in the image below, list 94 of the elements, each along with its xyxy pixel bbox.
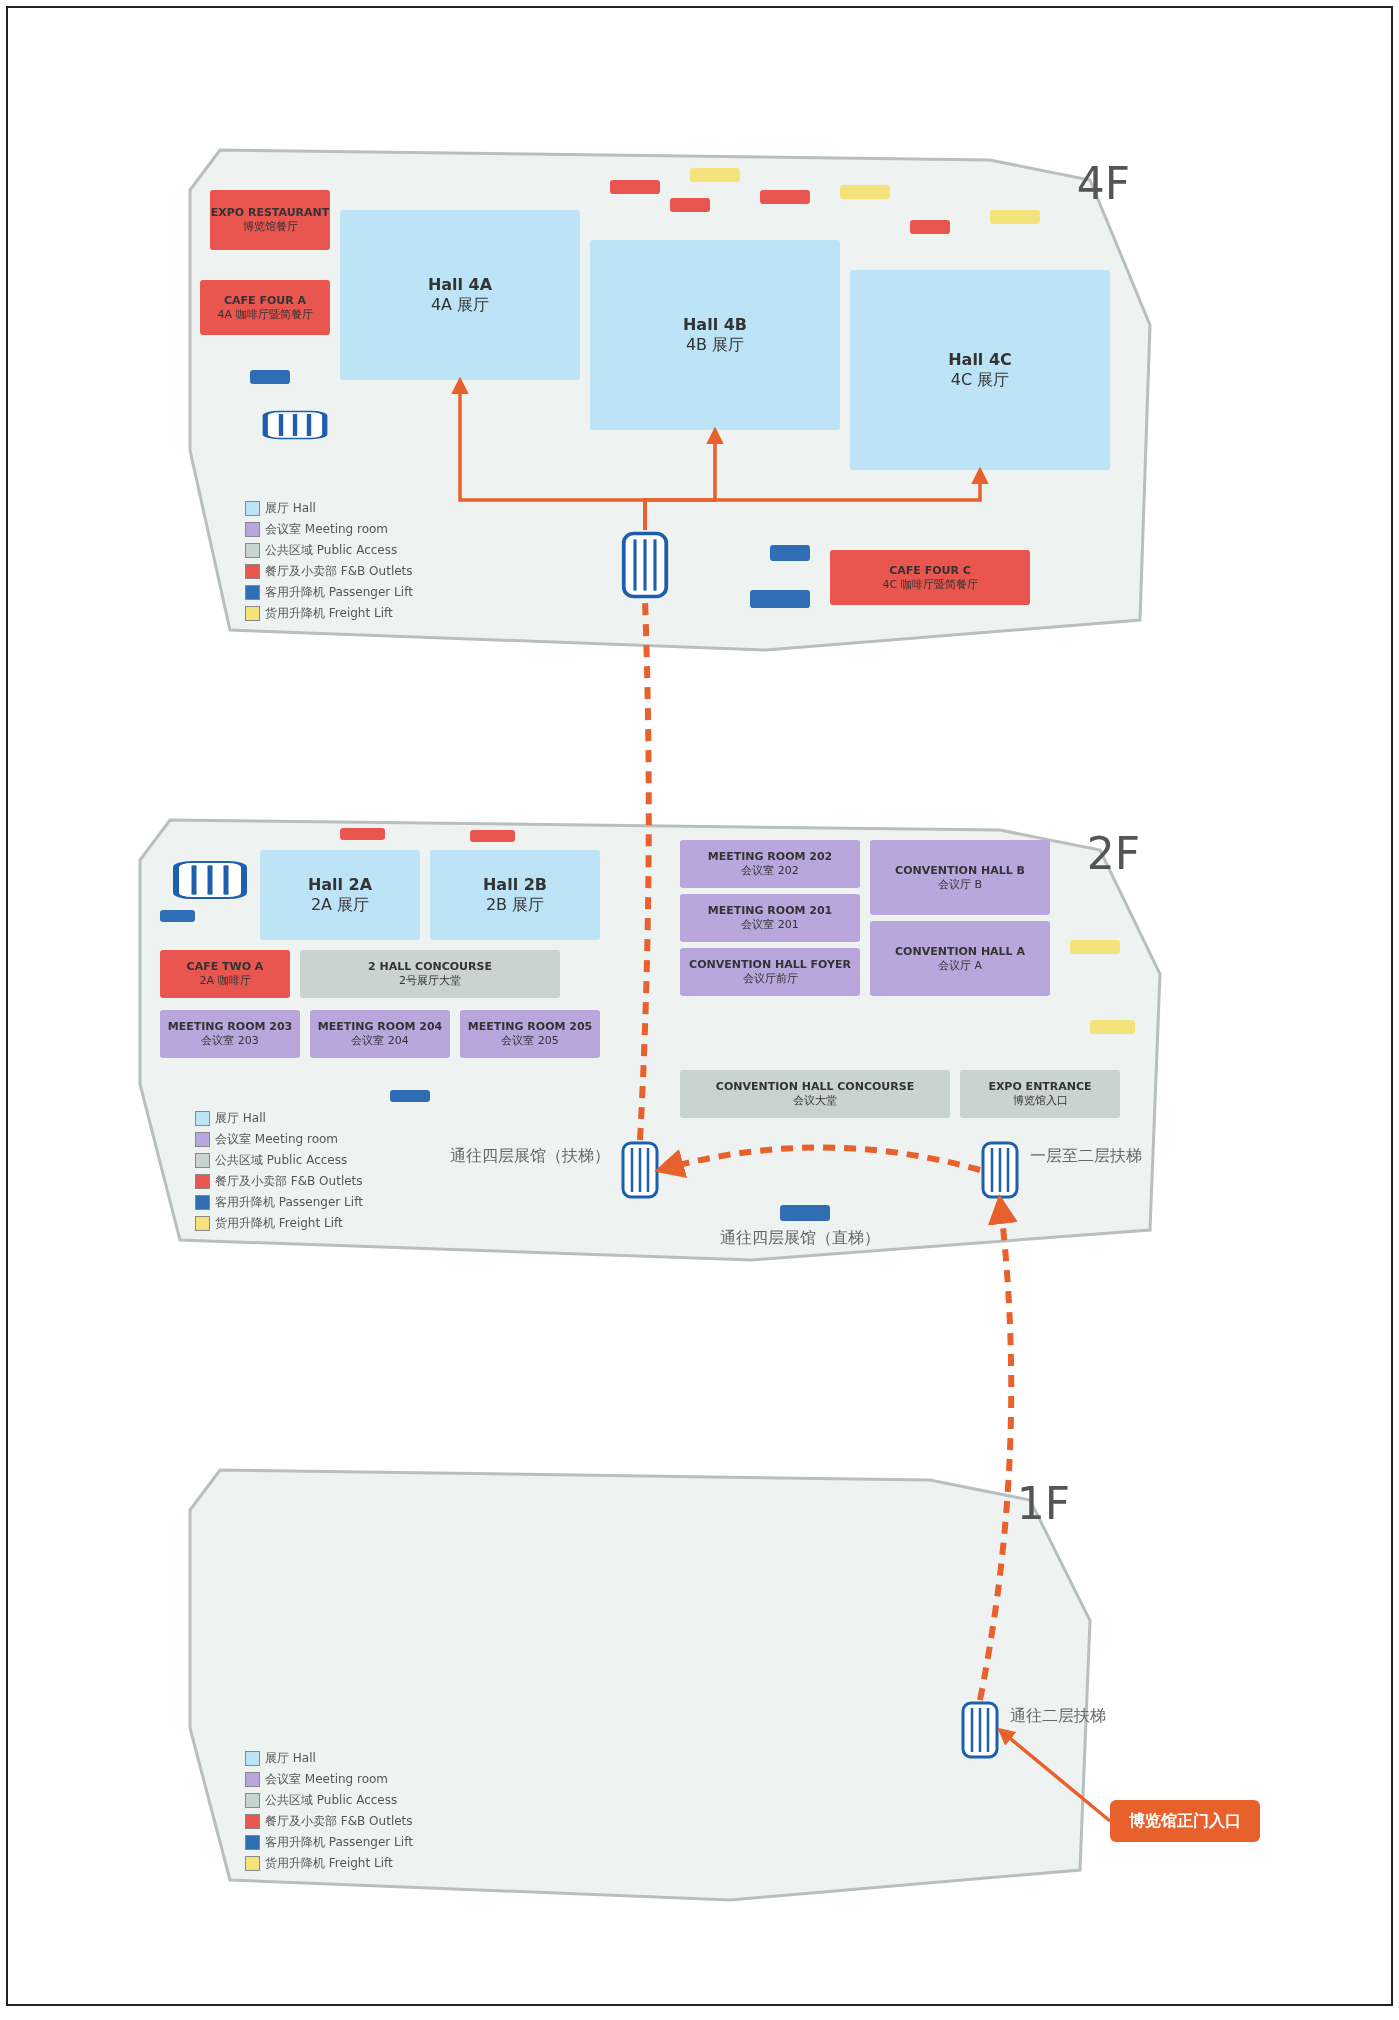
room-label: 博览馆入口 <box>1012 1094 1068 1108</box>
restaurant-area <box>210 190 330 250</box>
legend-text: 展厅 Hall <box>265 500 316 517</box>
meeting-room <box>870 921 1050 996</box>
exhibition-hall <box>430 850 600 940</box>
room-label: MEETING ROOM 202 <box>707 850 833 864</box>
legend-text: 货用升降机 Freight Lift <box>265 605 393 622</box>
meeting-room <box>160 1010 300 1058</box>
legend-text: 会议室 Meeting room <box>265 1771 389 1788</box>
entrance-tag <box>1110 1800 1260 1842</box>
floor-label: 1F <box>1016 1478 1070 1529</box>
room-label: Hall 4B <box>682 315 748 335</box>
room-label: 4C 展厅 <box>950 370 1010 390</box>
room-label: 会议室 204 <box>351 1034 409 1048</box>
room-label: 4A 展厅 <box>430 295 490 315</box>
room-label: CAFE TWO A <box>186 960 264 974</box>
room-label: 会议室 202 <box>741 864 799 878</box>
legend-text: 餐厅及小卖部 F&B Outlets <box>265 1813 413 1830</box>
meeting-room <box>460 1010 600 1058</box>
legend-text: 货用升降机 Freight Lift <box>265 1855 393 1872</box>
room-label: 2 HALL CONCOURSE <box>368 960 492 974</box>
route-arrow <box>643 466 989 530</box>
room-label: 4A 咖啡厅暨简餐厅 <box>217 307 313 322</box>
room-label: MEETING ROOM 201 <box>707 904 833 918</box>
room-label: CONVENTION HALL CONCOURSE <box>715 1080 915 1094</box>
concourse-area <box>680 1070 950 1118</box>
room-label: CONVENTION HALL FOYER <box>689 958 851 972</box>
meeting-room <box>680 948 860 996</box>
restaurant-area <box>160 950 290 998</box>
legend-text: 展厅 Hall <box>265 1750 316 1767</box>
floor-plate <box>190 150 1150 650</box>
meeting-room <box>870 840 1050 915</box>
exhibition-hall <box>340 210 580 380</box>
legend-text: 货用升降机 Freight Lift <box>215 1215 343 1232</box>
room-label: Hall 2B <box>482 875 548 895</box>
escalator-icon <box>620 530 670 600</box>
room-label: CAFE FOUR A <box>223 293 307 308</box>
room-label: CONVENTION HALL A <box>895 944 1025 959</box>
meeting-room <box>680 894 860 942</box>
restaurant-area <box>200 280 330 335</box>
room-label: 会议大堂 <box>793 1094 837 1108</box>
escalator-caption: 通往二层扶梯 <box>1010 1706 1106 1727</box>
room-label: 会议室 203 <box>201 1034 259 1048</box>
room-label: 4B 展厅 <box>685 335 745 355</box>
room-label: MEETING ROOM 204 <box>317 1020 443 1034</box>
room-label: Hall 4C <box>948 350 1012 370</box>
exhibition-hall <box>850 270 1110 470</box>
room-label: EXPO RESTAURANT <box>210 206 330 220</box>
room-label: 2号展厅大堂 <box>399 974 461 988</box>
entrance-text: 博览馆正门入口 <box>1129 1811 1241 1831</box>
room-label: EXPO ENTRANCE <box>988 1080 1092 1094</box>
restaurant-area <box>830 550 1030 605</box>
room-label: 会议室 205 <box>501 1034 559 1048</box>
legend-text: 会议室 Meeting room <box>215 1131 339 1148</box>
legend-text: 客用升降机 Passenger Lift <box>265 1834 413 1851</box>
room-label: 2B 展厅 <box>485 895 545 915</box>
room-label: 4C 咖啡厅暨简餐厅 <box>882 577 978 592</box>
legend-text: 会议室 Meeting room <box>265 521 389 538</box>
escalator-caption: 一层至二层扶梯 <box>1030 1146 1142 1167</box>
legend-text: 客用升降机 Passenger Lift <box>215 1194 363 1211</box>
legend-text: 展厅 Hall <box>215 1110 266 1127</box>
room-label: 会议厅前厅 <box>742 972 798 986</box>
route-arrow <box>977 1194 1018 1701</box>
legend-text: 餐厅及小卖部 F&B Outlets <box>215 1173 363 1190</box>
meeting-room <box>680 840 860 888</box>
room-label: 2A 展厅 <box>310 895 370 915</box>
route-arrow <box>997 1727 1112 1823</box>
legend-text: 公共区域 Public Access <box>215 1152 348 1169</box>
exhibition-hall <box>260 850 420 940</box>
room-label: 会议厅 B <box>937 877 982 892</box>
escalator-caption: 通往四层展馆（扶梯） <box>450 1146 610 1167</box>
room-label: CONVENTION HALL B <box>895 863 1025 878</box>
room-label: 2A 咖啡厅 <box>199 974 251 988</box>
concourse-area <box>960 1070 1120 1118</box>
floor-label: 2F <box>1086 828 1140 879</box>
legend-text: 客用升降机 Passenger Lift <box>265 584 413 601</box>
floor-plate <box>140 820 1160 1260</box>
room-label: 博览馆餐厅 <box>242 220 298 234</box>
room-label: 会议厅 A <box>938 958 982 973</box>
room-label: Hall 4A <box>427 275 493 295</box>
legend-text: 公共区域 Public Access <box>265 542 398 559</box>
concourse-area <box>300 950 560 998</box>
legend-text: 餐厅及小卖部 F&B Outlets <box>265 563 413 580</box>
floor-label: 4F <box>1076 158 1130 209</box>
room-label: CAFE FOUR C <box>889 563 971 578</box>
room-label: 会议室 201 <box>741 918 799 932</box>
floor-note: 通往四层展馆（直梯） <box>720 1228 880 1249</box>
meeting-room <box>310 1010 450 1058</box>
legend-text: 公共区域 Public Access <box>265 1792 398 1809</box>
room-label: MEETING ROOM 205 <box>467 1020 593 1034</box>
exhibition-hall <box>590 240 840 430</box>
route-arrow <box>654 1144 981 1179</box>
room-label: MEETING ROOM 203 <box>167 1020 293 1034</box>
room-label: Hall 2A <box>307 875 373 895</box>
